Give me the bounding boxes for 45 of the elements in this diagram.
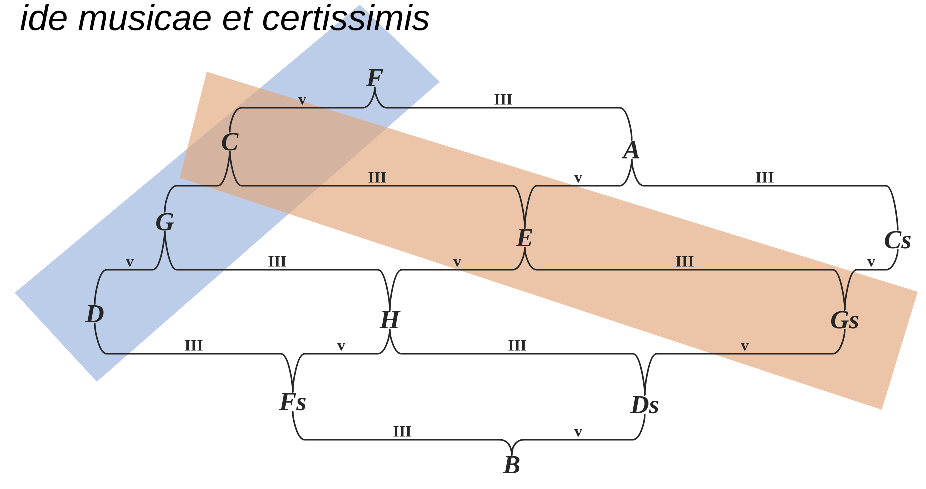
edge-label: III [394,426,412,437]
note-letter: Fs [279,393,306,411]
edge-label: v [126,259,134,267]
brace-connector [292,328,391,393]
note-letter: G [156,213,174,231]
brace-connector [374,86,633,142]
note-letter: E [516,229,532,246]
brace-connector [511,414,646,456]
note-letter: B [503,456,520,474]
edge-label: v [298,97,306,105]
edge-label: III [676,256,694,267]
brace-connector [389,246,526,312]
edge-label: v [574,429,582,437]
edge-label: v [454,259,462,267]
note-letter: C [222,133,239,151]
brace-connector [164,151,231,213]
brace-connector [644,329,846,396]
note-letter: H [380,311,401,328]
brace-connector [524,158,633,230]
brace-connector [229,151,526,230]
edge-label: v [338,343,346,351]
brace-connector [229,86,376,133]
brace-connector [94,322,294,393]
edge-label: III [185,340,203,351]
note-letter: Gs [831,311,859,329]
brace-connector [844,249,899,311]
edge-label: III [368,172,386,183]
note-letter: Cs [885,231,911,249]
edge-label: v [741,343,749,351]
brace-connector [164,231,391,312]
brace-connector [631,158,899,231]
edge-label: III [756,172,774,183]
edge-label: III [508,340,526,351]
note-letter: A [622,141,640,159]
edge-label: III [494,94,512,105]
edge-label: III [268,256,286,267]
title: ide musicae et certissimis [20,4,430,31]
brace-connector [524,246,846,311]
note-letter: D [85,305,104,323]
brace-connector [94,231,166,306]
edge-label: v [574,175,582,183]
note-letter: Ds [630,396,659,414]
note-letter: F [366,69,384,86]
brace-connector [292,411,513,456]
edge-label: v [868,259,876,267]
